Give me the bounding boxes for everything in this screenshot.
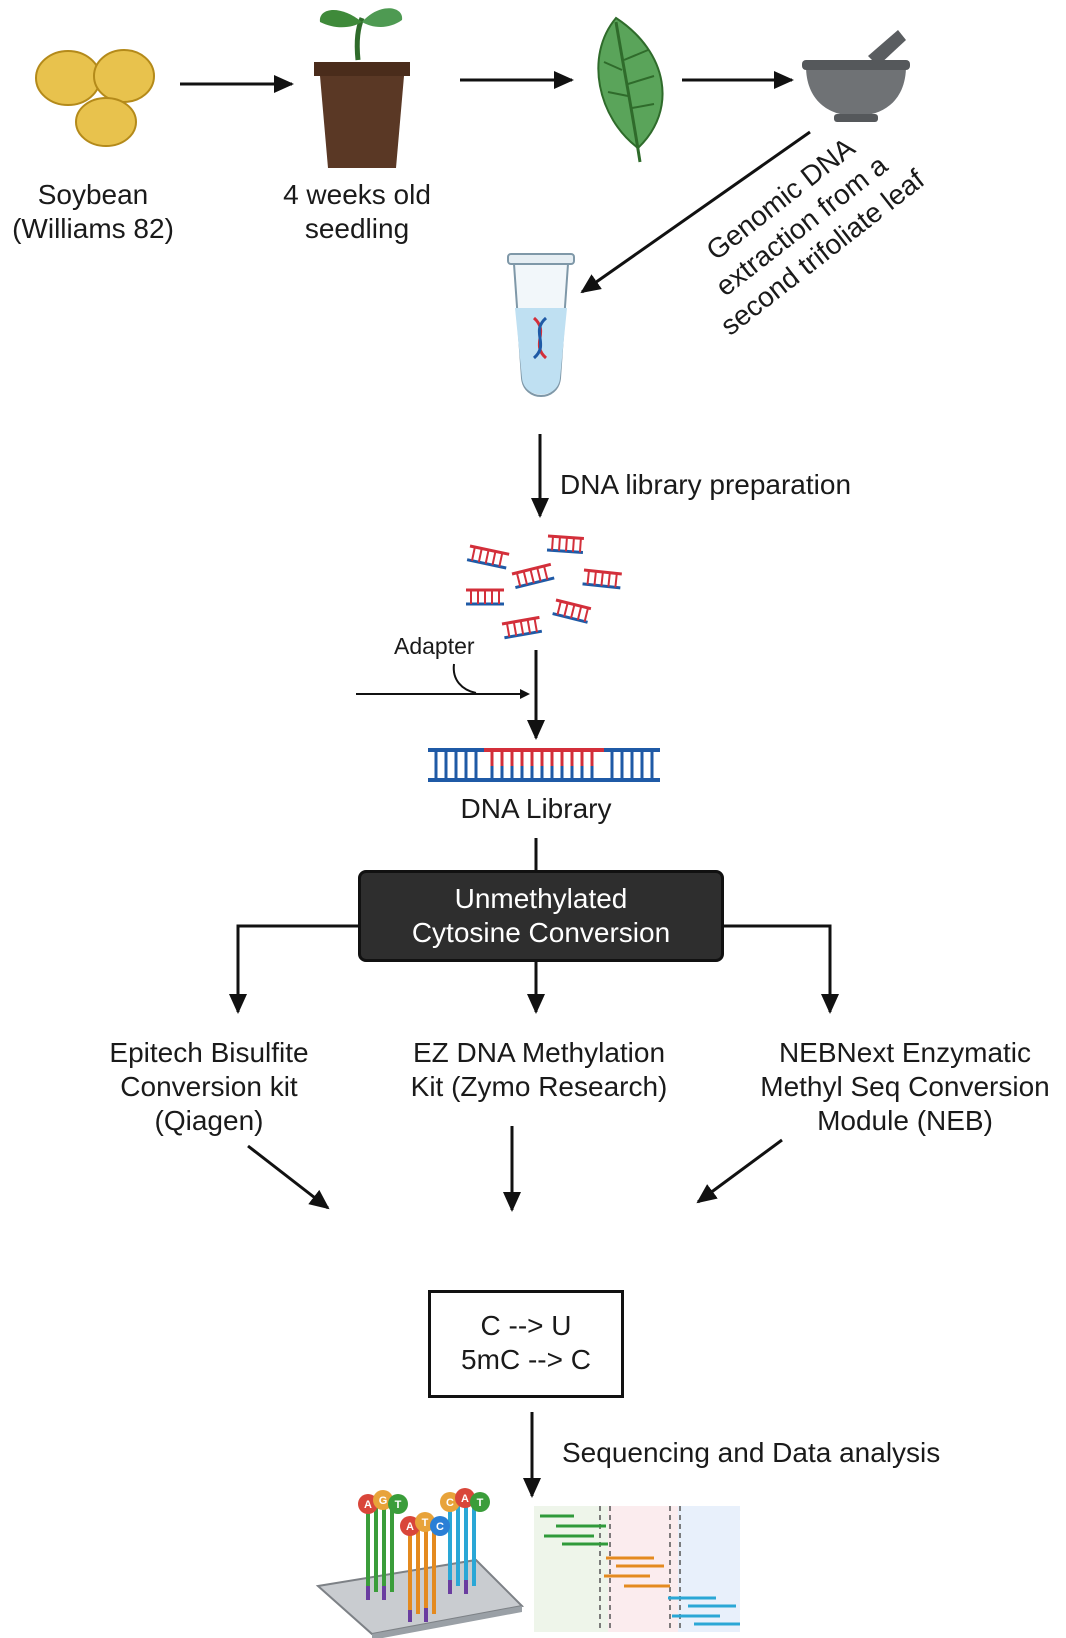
base-label: T: [422, 1517, 429, 1529]
seedling-label: 4 weeks old seedling: [283, 179, 431, 244]
base-label: T: [477, 1497, 484, 1509]
microtube-icon: [507, 253, 575, 397]
dna-fragments-icon: [466, 534, 622, 640]
dna-library-icon: [428, 748, 660, 782]
result-box: C --> U 5mC --> C: [428, 1290, 624, 1398]
dna-library-label: DNA Library: [460, 793, 612, 824]
library-prep-label: DNA library preparation: [560, 469, 852, 500]
adapter-label: Adapter: [394, 633, 475, 659]
base-label: A: [461, 1493, 469, 1505]
base-label: A: [406, 1521, 414, 1533]
base-label: G: [379, 1495, 388, 1507]
sequencer-icon: A G T A T C C A T: [315, 1488, 525, 1638]
soybean-label: Soybean (Williams 82): [12, 179, 174, 244]
seedling-pot-icon: [314, 8, 410, 168]
base-label: A: [364, 1499, 372, 1511]
mortar-pestle-icon: [802, 30, 910, 122]
base-label: C: [436, 1521, 444, 1533]
base-label: T: [395, 1499, 402, 1511]
soybean-seeds-icon: [35, 49, 155, 147]
method-epitech-label: Epitech Bisulfite Conversion kit (Qiagen…: [109, 1037, 309, 1136]
alignment-view-icon: [534, 1506, 740, 1632]
sequencing-label: Sequencing and Data analysis: [562, 1437, 941, 1468]
conversion-box: Unmethylated Cytosine Conversion: [358, 870, 724, 962]
base-label: C: [446, 1497, 454, 1509]
method-neb-label: NEBNext Enzymatic Methyl Seq Conversion …: [760, 1037, 1050, 1136]
method-zymo-label: EZ DNA Methylation Kit (Zymo Research): [410, 1037, 668, 1102]
leaf-icon: [597, 16, 664, 163]
